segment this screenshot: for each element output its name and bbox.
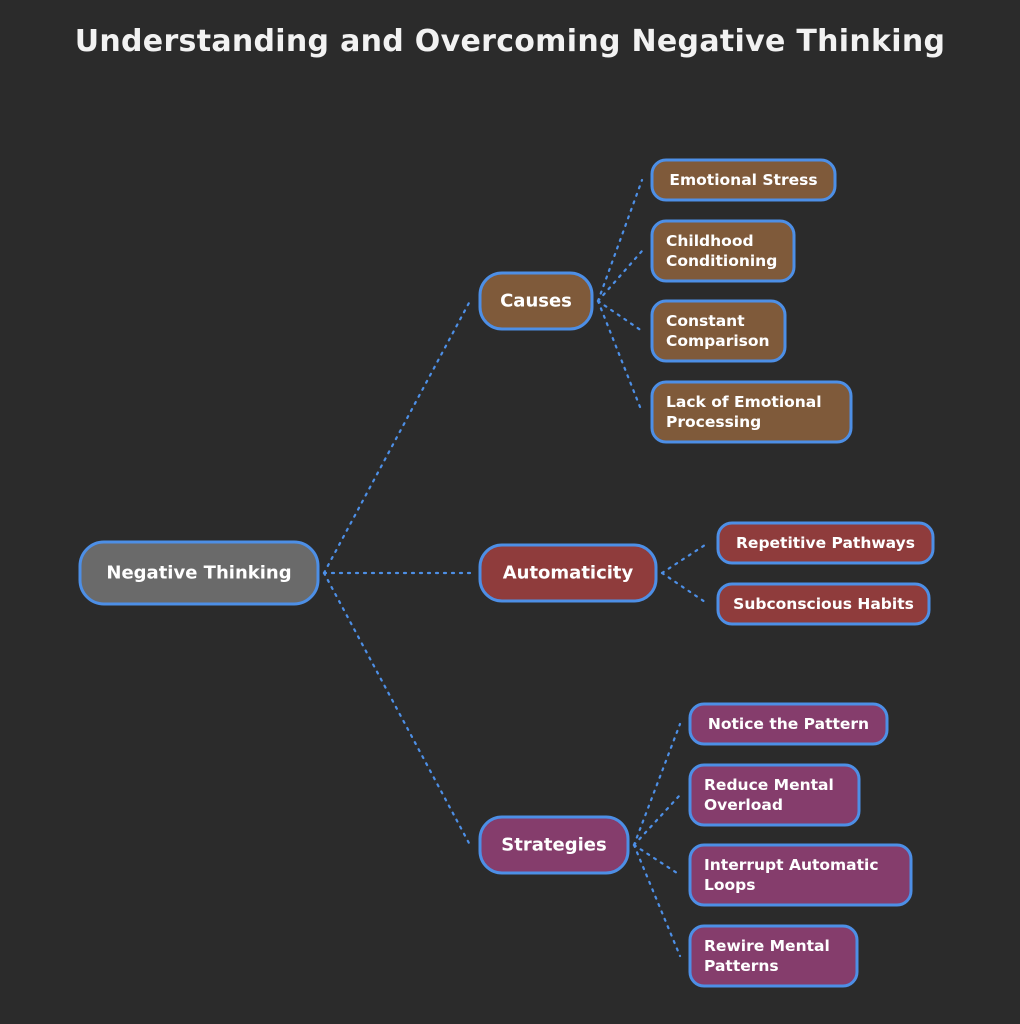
edges-layer xyxy=(322,178,710,958)
strategies-child-node-label-line: Overload xyxy=(704,796,783,814)
causes-child-node-box xyxy=(650,158,837,202)
causes-child-node-label-line: Comparison xyxy=(666,332,770,350)
automaticity-child-node[interactable]: Subconscious Habits xyxy=(716,582,931,626)
causes-child-node-label-line: Conditioning xyxy=(666,252,777,270)
root-node[interactable]: Negative Thinking xyxy=(78,540,320,606)
diagram-title: Understanding and Overcoming Negative Th… xyxy=(74,24,946,59)
nodes-layer: Negative Thinking Causes Emotional StressC… xyxy=(78,158,935,988)
edge-causes-child-2 xyxy=(596,299,644,333)
branch-node-causes-box xyxy=(478,271,594,331)
branch-node-strategies-label-line: Strategies xyxy=(501,835,606,856)
edge-root-causes xyxy=(322,299,472,575)
causes-child-node-label-line: Emotional Stress xyxy=(669,171,817,189)
edge-strategies-child-0 xyxy=(632,722,682,847)
strategies-child-node-label-line: Rewire Mental xyxy=(704,937,830,955)
strategies-child-node-label-line: Notice the Pattern xyxy=(708,715,869,733)
strategies-child-node-label-line: Patterns xyxy=(704,957,779,975)
strategies-child-node-label-line: Reduce Mental xyxy=(704,776,834,794)
automaticity-child-node-label-line: Repetitive Pathways xyxy=(736,534,915,552)
branch-node-automaticity-box xyxy=(478,543,658,603)
strategies-child-node-label-line: Loops xyxy=(704,876,756,894)
edge-causes-child-1 xyxy=(596,249,644,303)
branch-node-automaticity-label-line: Automaticity xyxy=(503,563,634,584)
branch-node-strategies[interactable]: Strategies xyxy=(478,815,630,875)
automaticity-child-node-box xyxy=(716,521,935,565)
causes-child-node-label-line: Childhood xyxy=(666,232,754,250)
automaticity-child-node-label-line: Subconscious Habits xyxy=(733,595,914,613)
edge-causes-child-0 xyxy=(596,178,644,303)
causes-child-node[interactable]: Emotional Stress xyxy=(650,158,837,202)
edge-automaticity-child-1 xyxy=(660,571,710,606)
strategies-child-node-box xyxy=(688,924,859,988)
causes-child-node-label-line: Constant xyxy=(666,312,745,330)
branch-node-automaticity[interactable]: Automaticity xyxy=(478,543,658,603)
causes-child-node-label-line: Processing xyxy=(666,413,761,431)
strategies-child-node-box xyxy=(688,702,889,746)
strategies-child-node-box xyxy=(688,763,861,827)
root-node-label-line: Negative Thinking xyxy=(106,563,291,584)
root-node-box xyxy=(78,540,320,606)
edge-causes-child-3 xyxy=(596,299,644,414)
automaticity-child-node[interactable]: Repetitive Pathways xyxy=(716,521,935,565)
causes-child-node-box xyxy=(650,380,853,444)
edge-strategies-child-1 xyxy=(632,793,682,847)
automaticity-child-node-box xyxy=(716,582,931,626)
strategies-child-node[interactable]: Notice the Pattern xyxy=(688,702,889,746)
edge-automaticity-child-0 xyxy=(660,541,710,575)
branch-node-causes-label-line: Causes xyxy=(500,291,572,312)
edge-strategies-child-3 xyxy=(632,843,682,958)
causes-child-node-box xyxy=(650,299,787,363)
strategies-child-node-label-line: Interrupt Automatic xyxy=(704,856,879,874)
causes-child-node-box xyxy=(650,219,796,283)
branch-node-causes[interactable]: Causes xyxy=(478,271,594,331)
edge-root-strategies xyxy=(322,571,472,847)
branch-node-strategies-box xyxy=(478,815,630,875)
causes-child-node-label-line: Lack of Emotional xyxy=(666,393,822,411)
strategies-child-node-box xyxy=(688,843,913,907)
edge-strategies-child-2 xyxy=(632,843,682,877)
